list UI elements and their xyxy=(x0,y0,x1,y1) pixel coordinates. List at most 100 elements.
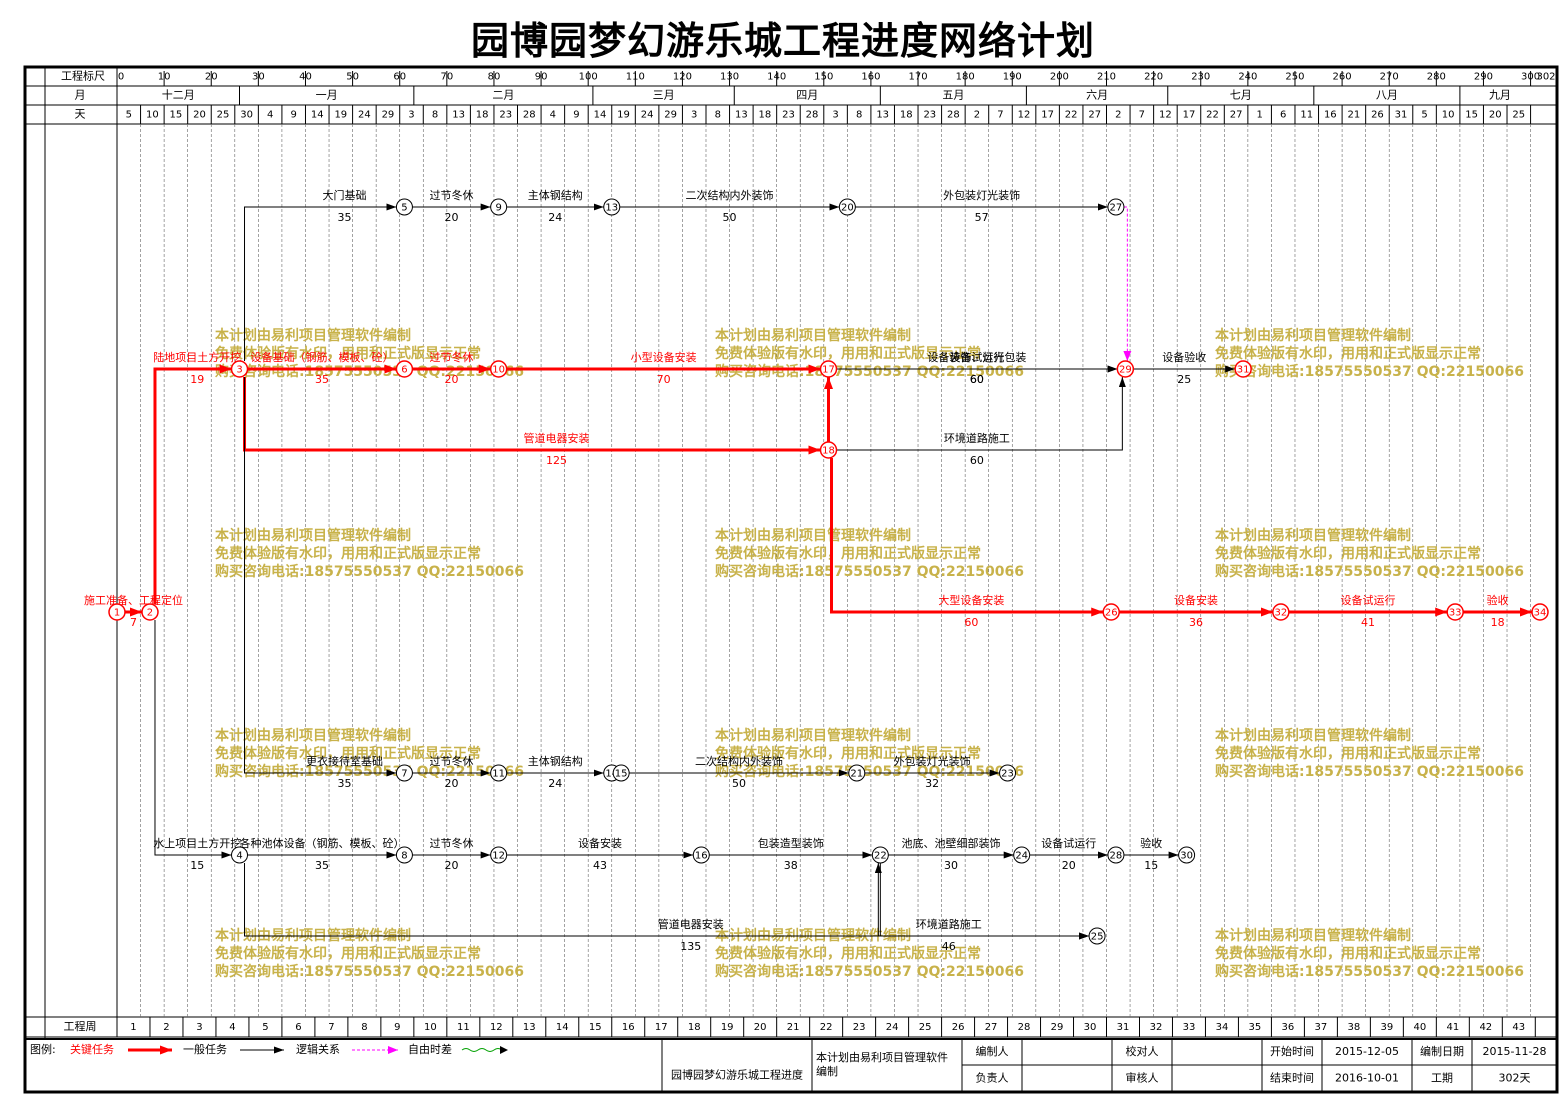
task-duration: 41 xyxy=(1361,616,1375,629)
day-label-cell: 20 xyxy=(193,110,206,121)
scale-tick-label: 250 xyxy=(1285,72,1304,83)
task-duration: 46 xyxy=(942,940,956,953)
scale-tick-label: 80 xyxy=(488,72,501,83)
network-node xyxy=(230,360,249,378)
watermark-text: 本计划由易利项目管理软件编制 xyxy=(215,327,411,344)
day-label-cell: 31 xyxy=(1395,110,1408,121)
watermark-text: 购买咨询电话:18575550537 QQ:22150066 xyxy=(215,563,524,580)
scale-tick-label: 140 xyxy=(767,72,786,83)
legend-float-text: 自由时差 xyxy=(408,1042,452,1056)
watermark-text: 免费体验版有水印，用用和正式版显示正常 xyxy=(715,745,981,762)
task-duration: 60 xyxy=(964,616,978,629)
day-label-cell: 15 xyxy=(170,110,183,121)
network-node xyxy=(395,846,413,864)
week-number: 27 xyxy=(985,1022,998,1033)
week-number: 1 xyxy=(130,1022,136,1033)
scale-tick-label: 90 xyxy=(535,72,548,83)
watermark-text: 购买咨询电话:18575550537 QQ:22150066 xyxy=(1215,363,1524,380)
watermark-text: 免费体验版有水印，用用和正式版显示正常 xyxy=(215,345,481,362)
node-number: 24 xyxy=(1015,851,1028,862)
task-name: 过节冬休 xyxy=(430,754,474,768)
day-label-cell: 26 xyxy=(1371,110,1384,121)
task-arrow xyxy=(244,203,397,361)
day-label-cell: 23 xyxy=(923,110,936,121)
task-duration: 25 xyxy=(1177,373,1191,386)
day-label-cell: 2 xyxy=(1115,110,1121,121)
week-number: 30 xyxy=(1084,1022,1097,1033)
network-node xyxy=(1107,198,1125,216)
week-number: 12 xyxy=(490,1022,503,1033)
week-number: 22 xyxy=(820,1022,833,1033)
day-label-cell: 12 xyxy=(1018,110,1031,121)
month-name: 八月 xyxy=(1376,89,1398,102)
task-name: 设备验收 xyxy=(1162,350,1206,364)
day-label-cell: 25 xyxy=(217,110,230,121)
node-number: 18 xyxy=(822,446,835,457)
footer-cell: 校对人 xyxy=(1126,1044,1159,1058)
day-label-cell: 18 xyxy=(900,110,913,121)
scale-tick-label: 20 xyxy=(205,72,218,83)
month-name: 三月 xyxy=(653,89,675,102)
task-name: 过节冬休 xyxy=(430,350,474,364)
day-label-cell: 30 xyxy=(240,110,253,121)
day-label-cell: 2 xyxy=(974,110,980,121)
task-name: 设备试运行 xyxy=(1041,836,1096,850)
scale-tick-label: 270 xyxy=(1380,72,1399,83)
task-duration: 20 xyxy=(445,859,459,872)
task-duration: 35 xyxy=(337,777,351,790)
node-number: 32 xyxy=(1274,608,1287,619)
task-duration: 7 xyxy=(130,616,137,629)
network-node xyxy=(1116,360,1135,378)
day-label-cell: 15 xyxy=(1465,110,1478,121)
day-label-cell: 29 xyxy=(664,110,677,121)
week-number: 10 xyxy=(424,1022,437,1033)
task-name: 设备安装 xyxy=(578,836,622,850)
watermark-text: 免费体验版有水印，用用和正式版显示正常 xyxy=(1215,945,1481,962)
day-label-cell: 9 xyxy=(573,110,579,121)
node-number: 13 xyxy=(605,203,618,214)
task-duration: 50 xyxy=(732,777,746,790)
scale-tick-label: 290 xyxy=(1474,72,1493,83)
watermark-text: 购买咨询电话:18575550537 QQ:22150066 xyxy=(715,763,1024,780)
task-arrow xyxy=(244,863,1090,940)
watermark-text: 购买咨询电话:18575550537 QQ:22150066 xyxy=(1215,763,1524,780)
watermark-text: 本计划由易利项目管理软件编制 xyxy=(1215,327,1411,344)
day-label-cell: 27 xyxy=(1230,110,1243,121)
network-node xyxy=(871,846,889,864)
day-label-cell: 16 xyxy=(1324,110,1337,121)
watermark-text: 购买咨询电话:18575550537 QQ:22150066 xyxy=(715,563,1024,580)
day-label-cell: 22 xyxy=(1206,110,1219,121)
week-number: 24 xyxy=(886,1022,899,1033)
task-duration: 20 xyxy=(1062,859,1076,872)
network-node xyxy=(692,846,710,864)
week-number: 16 xyxy=(622,1022,635,1033)
day-label-cell: 28 xyxy=(806,110,819,121)
task-name: 验收 xyxy=(1140,836,1162,850)
task-name: 管道电器安装 xyxy=(524,431,590,445)
week-number: 20 xyxy=(754,1022,767,1033)
legend-label: 图例: xyxy=(30,1042,56,1056)
task-name: 各种池体设备（钢筋、模板、砼） xyxy=(239,836,404,850)
scale-tick-label: 180 xyxy=(956,72,975,83)
scale-tick-label: 110 xyxy=(626,72,645,83)
day-label-cell: 11 xyxy=(1300,110,1313,121)
node-number: 16 xyxy=(695,851,708,862)
task-name: 设备基础（钢筋、模板、砼） xyxy=(250,350,393,364)
task-name: 更衣接待室基础 xyxy=(306,754,383,768)
month-name: 一月 xyxy=(316,89,338,102)
day-label-cell: 19 xyxy=(334,110,347,121)
week-number: 33 xyxy=(1183,1022,1196,1033)
task-name: 施工准备、工程定位 xyxy=(84,593,183,607)
task-name: 设备试运行 xyxy=(949,350,1004,364)
scale-tick-label: 10 xyxy=(158,72,171,83)
node-number: 15 xyxy=(615,769,628,780)
node-number: 28 xyxy=(1110,851,1123,862)
watermark-text: 本计划由易利项目管理软件编制 xyxy=(715,327,911,344)
node-number: 9 xyxy=(495,203,501,214)
node-number: 1 xyxy=(114,608,120,619)
week-number: 21 xyxy=(787,1022,800,1033)
watermark-text: 购买咨询电话:18575550537 QQ:22150066 xyxy=(215,963,524,980)
day-label-cell: 3 xyxy=(408,110,414,121)
week-number: 43 xyxy=(1512,1022,1525,1033)
scale-tick-label: 210 xyxy=(1097,72,1116,83)
